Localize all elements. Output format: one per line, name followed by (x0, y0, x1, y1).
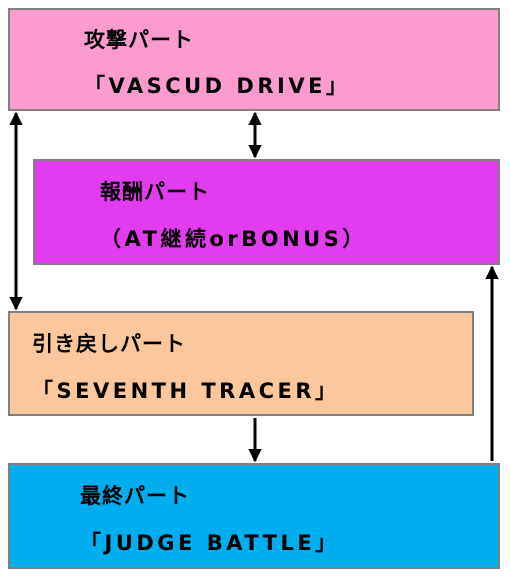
final-part-title: 最終パート (80, 484, 190, 508)
pullback-part-title: 引き戻しパート (32, 332, 186, 356)
reward-part-subtitle: （AT継続orBONUS） (100, 227, 367, 251)
reward-part-box: 報酬パート （AT継続orBONUS） (33, 159, 500, 265)
attack-part-title: 攻撃パート (84, 28, 194, 52)
pullback-part-subtitle: 「SEVENTH TRACER」 (32, 379, 340, 403)
attack-part-subtitle: 「VASCUD DRIVE」 (84, 74, 351, 98)
attack-part-box: 攻撃パート 「VASCUD DRIVE」 (8, 8, 500, 111)
reward-part-title: 報酬パート (100, 180, 210, 204)
pullback-part-box: 引き戻しパート 「SEVENTH TRACER」 (8, 311, 474, 416)
final-part-box: 最終パート 「JUDGE BATTLE」 (8, 463, 500, 569)
final-part-subtitle: 「JUDGE BATTLE」 (80, 531, 340, 555)
